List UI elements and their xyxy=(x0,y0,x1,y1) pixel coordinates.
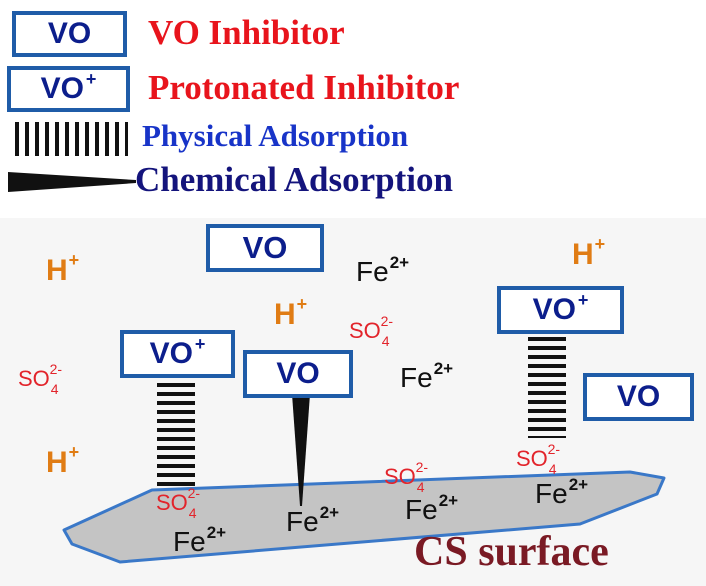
hydrogen-ion: H+ xyxy=(572,234,605,272)
chemical-adsorption-symbol xyxy=(8,172,136,192)
iron-ion-symbol: Fe xyxy=(405,494,438,525)
protonated-inhibitor-box-right-text: VO xyxy=(532,293,576,326)
protonated-inhibitor-box-right-charge: + xyxy=(577,289,589,310)
sulfate-ion-symbol: SO xyxy=(156,490,188,515)
protonated-inhibitor-box-right: VO+ xyxy=(497,286,624,334)
hydrogen-ion-charge: + xyxy=(594,234,606,254)
sulfate-ion-charge: 2- xyxy=(49,361,63,377)
sulfate-ion-symbol: SO xyxy=(18,366,50,391)
legend-vo-label: VO Inhibitor xyxy=(148,13,345,52)
iron-ion-symbol: Fe xyxy=(400,362,433,393)
legend-protonated-charge: + xyxy=(85,68,97,89)
legend-protonated-box: VO+ xyxy=(7,66,130,112)
sulfate-ion-subscript: 4 xyxy=(188,505,197,521)
vo-inhibitor-box-right: VO xyxy=(583,373,694,421)
iron-ion: Fe2+ xyxy=(400,359,454,394)
hydrogen-ion-charge: + xyxy=(296,294,308,314)
sulfate-ion-charge: 2- xyxy=(415,459,429,475)
sulfate-ion: SO4 2- xyxy=(384,459,428,495)
iron-ion-charge: 2+ xyxy=(389,253,410,272)
hydrogen-ion: H+ xyxy=(46,250,79,288)
vo-inhibitor-box-right-text: VO xyxy=(616,380,661,413)
sulfate-ion-subscript: 4 xyxy=(548,461,557,477)
legend-protonated-label: Protonated Inhibitor xyxy=(148,68,460,107)
physical-bond-right xyxy=(528,328,566,438)
sulfate-ion-symbol: SO xyxy=(516,446,548,471)
sulfate-ion-charge: 2- xyxy=(380,313,394,329)
iron-ion-surface: Fe2+ xyxy=(405,491,459,526)
hydrogen-ion-charge: + xyxy=(68,250,80,270)
sulfate-ion: SO4 2- xyxy=(18,361,62,397)
protonated-inhibitor-box-left: VO+ xyxy=(120,330,235,378)
iron-ion: Fe2+ xyxy=(356,253,410,288)
iron-ion-surface: Fe2+ xyxy=(535,475,589,510)
chemical-bond-wedge xyxy=(292,394,310,506)
protonated-inhibitor-box-left-text: VO xyxy=(149,337,193,370)
iron-ion-surface: Fe2+ xyxy=(173,523,227,558)
sulfate-ion-charge: 2- xyxy=(547,441,561,457)
sulfate-ion-subscript: 4 xyxy=(381,333,390,349)
protonated-inhibitor-box-left-charge: + xyxy=(194,333,206,354)
hydrogen-ion-symbol: H xyxy=(46,446,68,479)
iron-ion-charge: 2+ xyxy=(433,359,454,378)
hydrogen-ion-symbol: H xyxy=(274,298,296,331)
hydrogen-ion-charge: + xyxy=(68,442,80,462)
iron-ion-symbol: Fe xyxy=(173,526,206,557)
physical-adsorption-symbol xyxy=(15,122,128,156)
iron-ion-charge: 2+ xyxy=(438,491,459,510)
legend-vo-box-text: VO xyxy=(47,17,92,50)
vo-inhibitor-box-middle: VO xyxy=(243,350,353,398)
hydrogen-ion: H+ xyxy=(46,442,79,480)
iron-ion-charge: 2+ xyxy=(568,475,589,494)
legend-vo-box: VO xyxy=(12,11,127,57)
vo-inhibitor-box-top: VO xyxy=(206,224,324,272)
sulfate-ion-symbol: SO xyxy=(384,464,416,489)
cs-surface-label: CS surface xyxy=(414,529,609,575)
sulfate-ion-symbol: SO xyxy=(349,318,381,343)
legend: VO VO Inhibitor VO+ Protonated Inhibitor… xyxy=(0,0,706,218)
iron-ion-symbol: Fe xyxy=(356,256,389,287)
hydrogen-ion-symbol: H xyxy=(572,238,594,271)
sulfate-ion: SO4 2- xyxy=(156,485,200,521)
hydrogen-ion: H+ xyxy=(274,294,307,332)
iron-ion-symbol: Fe xyxy=(535,478,568,509)
iron-ion-symbol: Fe xyxy=(286,506,319,537)
sulfate-ion-subscript: 4 xyxy=(416,479,425,495)
iron-ion-charge: 2+ xyxy=(319,503,340,522)
legend-protonated-box-text: VO xyxy=(40,72,84,105)
legend-chemical-label: Chemical Adsorption xyxy=(135,160,453,199)
sulfate-ion: SO4 2- xyxy=(516,441,560,477)
iron-ion-charge: 2+ xyxy=(206,523,227,542)
sulfate-ion-charge: 2- xyxy=(187,485,201,501)
vo-inhibitor-box-middle-text: VO xyxy=(276,357,320,390)
sulfate-ion-subscript: 4 xyxy=(50,381,59,397)
iron-ion-surface: Fe2+ xyxy=(286,503,340,538)
legend-physical-label: Physical Adsorption xyxy=(142,118,409,153)
vo-inhibitor-box-top-text: VO xyxy=(242,230,288,265)
sulfate-ion: SO4 2- xyxy=(349,313,393,349)
physical-bond-left xyxy=(157,383,195,489)
hydrogen-ion-symbol: H xyxy=(46,254,68,287)
